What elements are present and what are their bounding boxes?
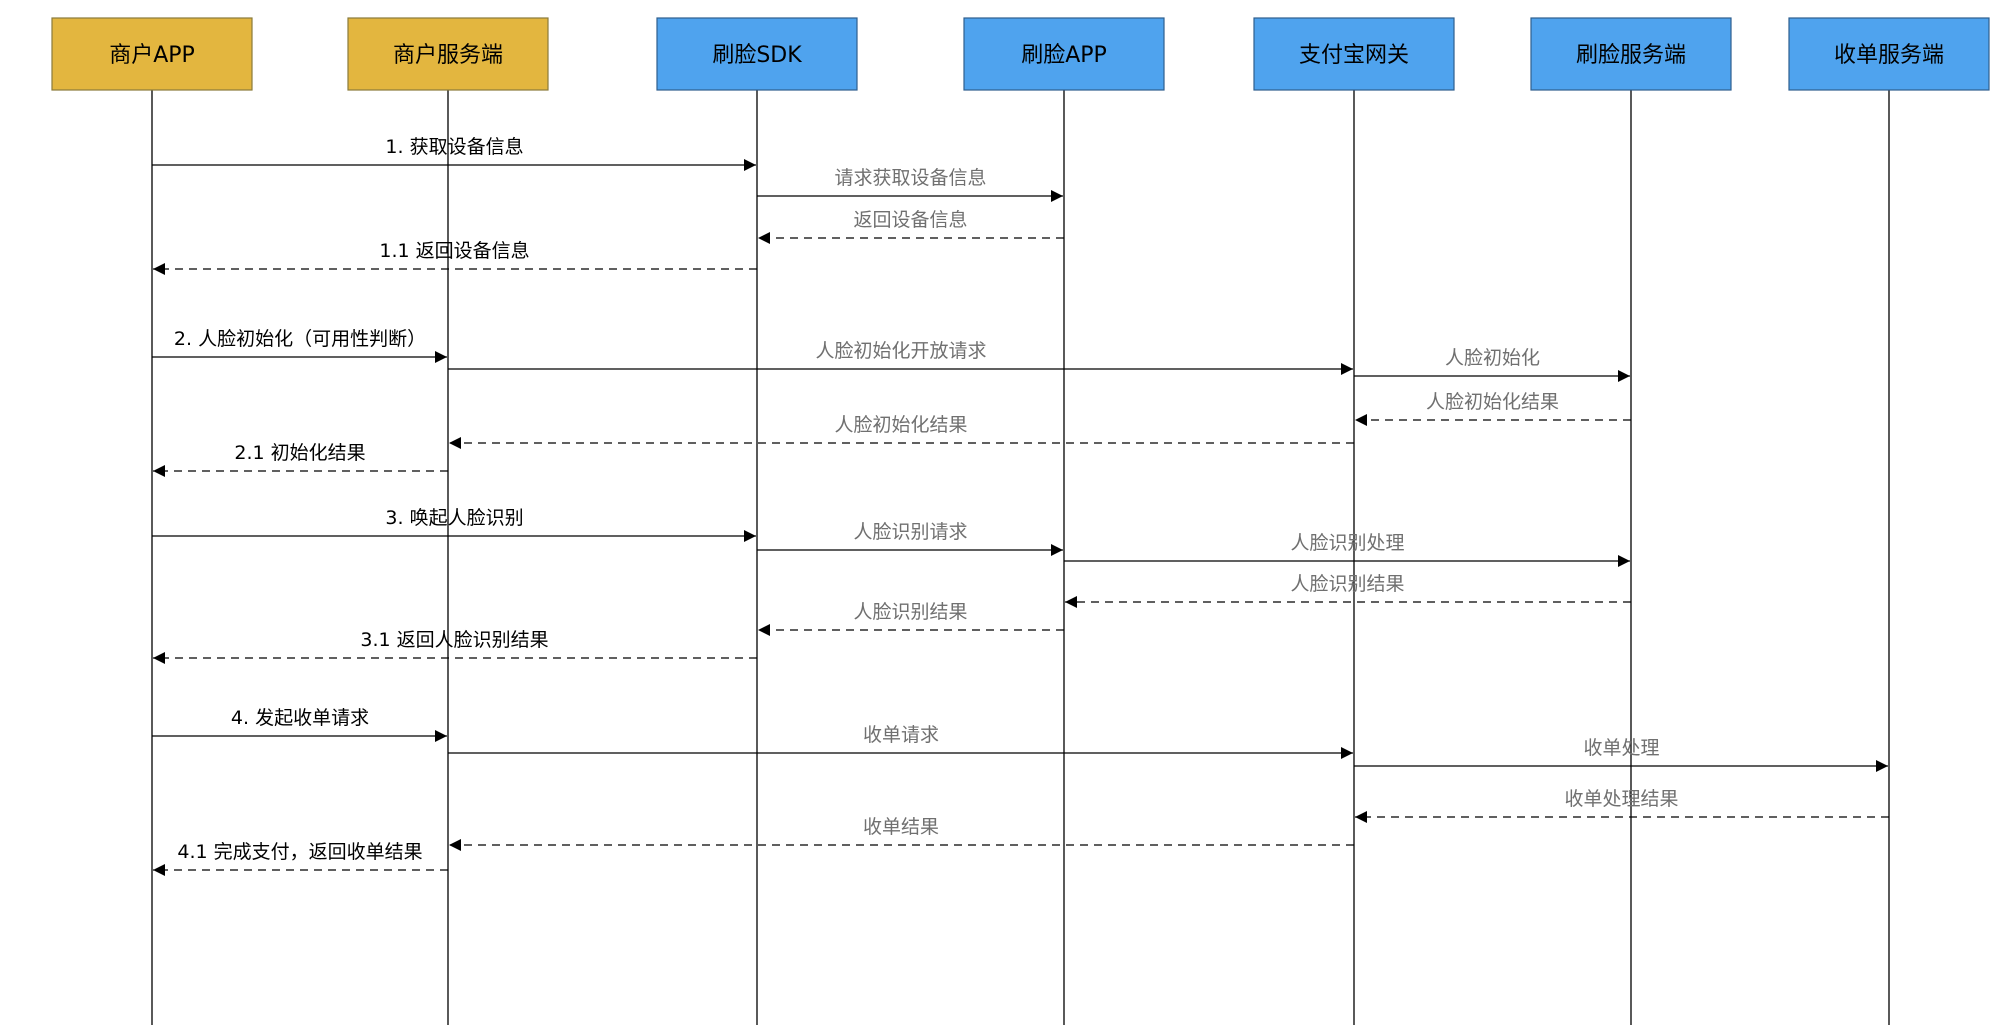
message-22: 4.1 完成支付，返回收单结果: [153, 841, 448, 876]
participant-box: [963, 17, 1165, 91]
message-21: 收单结果: [449, 816, 1354, 851]
lifelines: [151, 90, 1890, 1025]
message-2: 请求获取设备信息: [757, 167, 1063, 202]
participant-label: 刷脸APP: [1021, 43, 1107, 68]
participant-box: [1788, 17, 1990, 91]
message-7: 人脸初始化: [1354, 347, 1630, 382]
message-label: 4.1 完成支付，返回收单结果: [177, 841, 422, 863]
participant-label: 支付宝网关: [1299, 43, 1409, 68]
message-label: 收单请求: [863, 724, 939, 746]
message-6: 人脸初始化开放请求: [448, 340, 1353, 375]
participant-label: 商户服务端: [393, 43, 503, 68]
message-label: 人脸初始化: [1445, 347, 1540, 369]
message-label: 1.1 返回设备信息: [379, 240, 529, 262]
message-18: 收单请求: [448, 724, 1353, 759]
message-label: 收单处理结果: [1564, 788, 1678, 810]
message-19: 收单处理: [1354, 737, 1888, 772]
message-label: 人脸初始化结果: [1426, 391, 1559, 413]
message-9: 人脸初始化结果: [449, 414, 1354, 449]
participant-label: 刷脸服务端: [1576, 43, 1686, 68]
participant-merchant-app: 商户APP: [51, 17, 253, 91]
message-14: 人脸识别结果: [1065, 573, 1631, 608]
message-label: 人脸初始化结果: [834, 414, 967, 436]
participants: 商户APP 商户服务端 刷脸SDK 刷脸APP 支付宝网关 刷脸服务端 收单服务端: [51, 17, 1990, 91]
message-4: 1.1 返回设备信息: [153, 240, 757, 275]
message-label: 人脸初始化开放请求: [815, 340, 986, 362]
participant-face-sdk: 刷脸SDK: [656, 17, 858, 91]
message-label: 人脸识别处理: [1290, 532, 1404, 554]
message-label: 请求获取设备信息: [834, 167, 986, 189]
participant-label: 刷脸SDK: [712, 43, 802, 68]
message-label: 人脸识别结果: [1290, 573, 1404, 595]
message-12: 人脸识别请求: [757, 521, 1063, 556]
participant-face-server: 刷脸服务端: [1530, 17, 1732, 91]
participant-alipay-gateway: 支付宝网关: [1253, 17, 1455, 91]
message-10: 2.1 初始化结果: [153, 442, 448, 477]
message-20: 收单处理结果: [1355, 788, 1889, 823]
message-label: 2.1 初始化结果: [234, 442, 365, 464]
participant-box: [1530, 17, 1732, 91]
message-label: 3.1 返回人脸识别结果: [360, 629, 548, 651]
participant-face-app: 刷脸APP: [963, 17, 1165, 91]
participant-acquiring-server: 收单服务端: [1788, 17, 1990, 91]
message-11: 3. 唤起人脸识别: [152, 507, 756, 542]
participant-box: [347, 17, 549, 91]
participant-box: [656, 17, 858, 91]
message-label: 2. 人脸初始化（可用性判断）: [174, 328, 426, 350]
message-3: 返回设备信息: [758, 209, 1064, 244]
message-label: 收单处理: [1583, 737, 1659, 759]
participant-label: 商户APP: [109, 43, 195, 68]
message-label: 人脸识别请求: [853, 521, 967, 543]
message-17: 4. 发起收单请求: [152, 707, 447, 742]
message-label: 人脸识别结果: [853, 601, 967, 623]
participant-box: [51, 17, 253, 91]
message-16: 3.1 返回人脸识别结果: [153, 629, 757, 664]
participant-box: [1253, 17, 1455, 91]
participant-merchant-server: 商户服务端: [347, 17, 549, 91]
message-label: 3. 唤起人脸识别: [385, 507, 523, 529]
message-label: 返回设备信息: [853, 209, 967, 231]
message-5: 2. 人脸初始化（可用性判断）: [152, 328, 447, 363]
message-label: 1. 获取设备信息: [385, 136, 523, 158]
message-15: 人脸识别结果: [758, 601, 1064, 636]
message-8: 人脸初始化结果: [1355, 391, 1631, 426]
message-label: 收单结果: [863, 816, 939, 838]
message-label: 4. 发起收单请求: [231, 707, 369, 729]
message-13: 人脸识别处理: [1064, 532, 1630, 567]
participant-label: 收单服务端: [1834, 43, 1944, 68]
message-1: 1. 获取设备信息: [152, 136, 756, 171]
